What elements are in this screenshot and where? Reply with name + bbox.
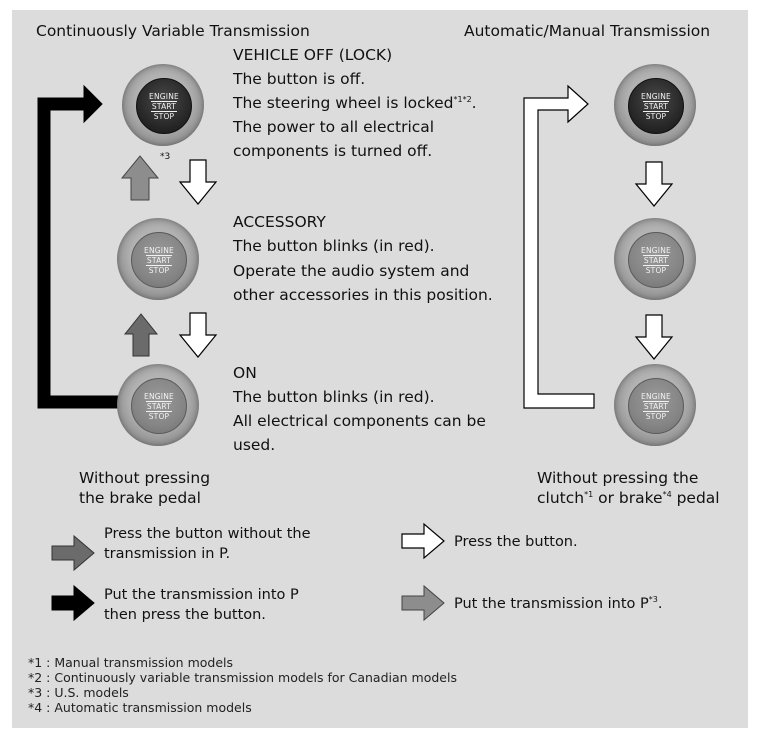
on-line-1: The button blinks (in red).: [233, 388, 435, 406]
off-title: VEHICLE OFF (LOCK): [233, 46, 393, 64]
engine-button-accessory-left: ENGINE START STOP: [117, 218, 199, 300]
legend-white-arrow: [401, 522, 445, 560]
button-text-stop: STOP: [148, 411, 170, 421]
white-loop-arrow: [523, 84, 595, 409]
engine-button-off-left: ENGINE START STOP: [122, 64, 204, 146]
footnote-2: *2 : Continuously variable transmission …: [28, 670, 457, 685]
gray-arrow-footnote-ref: *3: [160, 152, 171, 162]
footnote-3: *3 : U.S. models: [28, 685, 129, 700]
accessory-line-3: other accessories in this position.: [233, 286, 493, 304]
accessory-title: ACCESSORY: [233, 213, 326, 231]
legend-black-arrow: [51, 584, 95, 622]
button-text-start: START: [145, 400, 173, 412]
engine-button-on-left: ENGINE START STOP: [117, 364, 199, 446]
button-text-engine: ENGINE: [149, 91, 179, 101]
caption-clutch-footnote-ref: *1: [584, 490, 594, 499]
legend-dark-gray-arrow: [51, 534, 95, 572]
left-caption-line-2: the brake pedal: [79, 489, 201, 507]
legend-light-gray-arrow: [401, 584, 445, 622]
right-caption-line-2: clutch*1 or brake*4 pedal: [537, 488, 720, 508]
legend-dark-gray-text-2: transmission in P.: [104, 546, 231, 562]
legend-light-gray-period: .: [657, 596, 663, 612]
on-title: ON: [233, 364, 257, 382]
cvt-header: Continuously Variable Transmission: [36, 22, 310, 40]
button-text-stop: STOP: [645, 265, 667, 275]
button-text-stop: STOP: [645, 411, 667, 421]
off-line-2-period: .: [471, 94, 477, 112]
off-line-3: The power to all electrical: [233, 118, 435, 136]
button-text-start: START: [145, 254, 173, 266]
white-down-arrow-right-1: [634, 161, 674, 207]
off-line-2-footnote-ref: *1*2: [453, 95, 472, 104]
footnote-1: *1 : Manual transmission models: [28, 655, 234, 670]
button-text-start: START: [642, 254, 670, 266]
accessory-line-2: Operate the audio system and: [233, 262, 470, 280]
on-line-2: All electrical components can be: [233, 412, 486, 430]
am-header: Automatic/Manual Transmission: [464, 22, 711, 40]
footnote-4: *4 : Automatic transmission models: [28, 700, 252, 715]
white-down-arrow-right-2: [634, 314, 674, 360]
legend-light-gray-label: Put the transmission into P: [454, 596, 649, 612]
legend-black-text-1: Put the transmission into P: [104, 587, 299, 603]
button-text-stop: STOP: [153, 111, 175, 121]
black-loop-arrow: [37, 84, 119, 409]
button-text-engine: ENGINE: [641, 245, 671, 255]
button-text-engine: ENGINE: [144, 245, 174, 255]
engine-button-accessory-right: ENGINE START STOP: [614, 218, 696, 300]
caption-brake-footnote-ref: *4: [662, 490, 672, 499]
button-text-stop: STOP: [148, 265, 170, 275]
button-text-engine: ENGINE: [144, 391, 174, 401]
legend-black-text-2: then press the button.: [104, 607, 266, 623]
button-text-start: START: [642, 100, 670, 112]
white-down-arrow-1: [178, 159, 218, 205]
caption-brake: or brake: [593, 489, 663, 507]
off-line-1: The button is off.: [233, 70, 366, 88]
caption-clutch: clutch: [537, 489, 585, 507]
accessory-line-1: The button blinks (in red).: [233, 237, 435, 255]
left-caption-line-1: Without pressing: [79, 469, 211, 487]
legend-white-text: Press the button.: [454, 534, 578, 550]
right-caption-line-1: Without pressing the: [537, 469, 699, 487]
off-line-4: components is turned off.: [233, 142, 433, 160]
dark-gray-up-arrow: [123, 313, 159, 357]
button-text-start: START: [642, 400, 670, 412]
caption-pedal: pedal: [671, 489, 720, 507]
button-text-engine: ENGINE: [641, 391, 671, 401]
engine-button-on-right: ENGINE START STOP: [614, 364, 696, 446]
legend-dark-gray-text-1: Press the button without the: [104, 526, 311, 542]
legend-light-gray-text: Put the transmission into P*3.: [454, 594, 662, 614]
off-line-2: The steering wheel is locked*1*2.: [233, 93, 477, 113]
button-text-stop: STOP: [645, 111, 667, 121]
off-line-2-text: The steering wheel is locked: [233, 94, 454, 112]
engine-button-off-right: ENGINE START STOP: [614, 64, 696, 146]
white-down-arrow-2: [178, 312, 218, 358]
legend-light-gray-footnote-ref: *3: [648, 595, 658, 604]
on-line-3: used.: [233, 436, 276, 454]
button-text-engine: ENGINE: [641, 91, 671, 101]
button-text-start: START: [150, 100, 178, 112]
light-gray-up-arrow: [120, 155, 160, 201]
